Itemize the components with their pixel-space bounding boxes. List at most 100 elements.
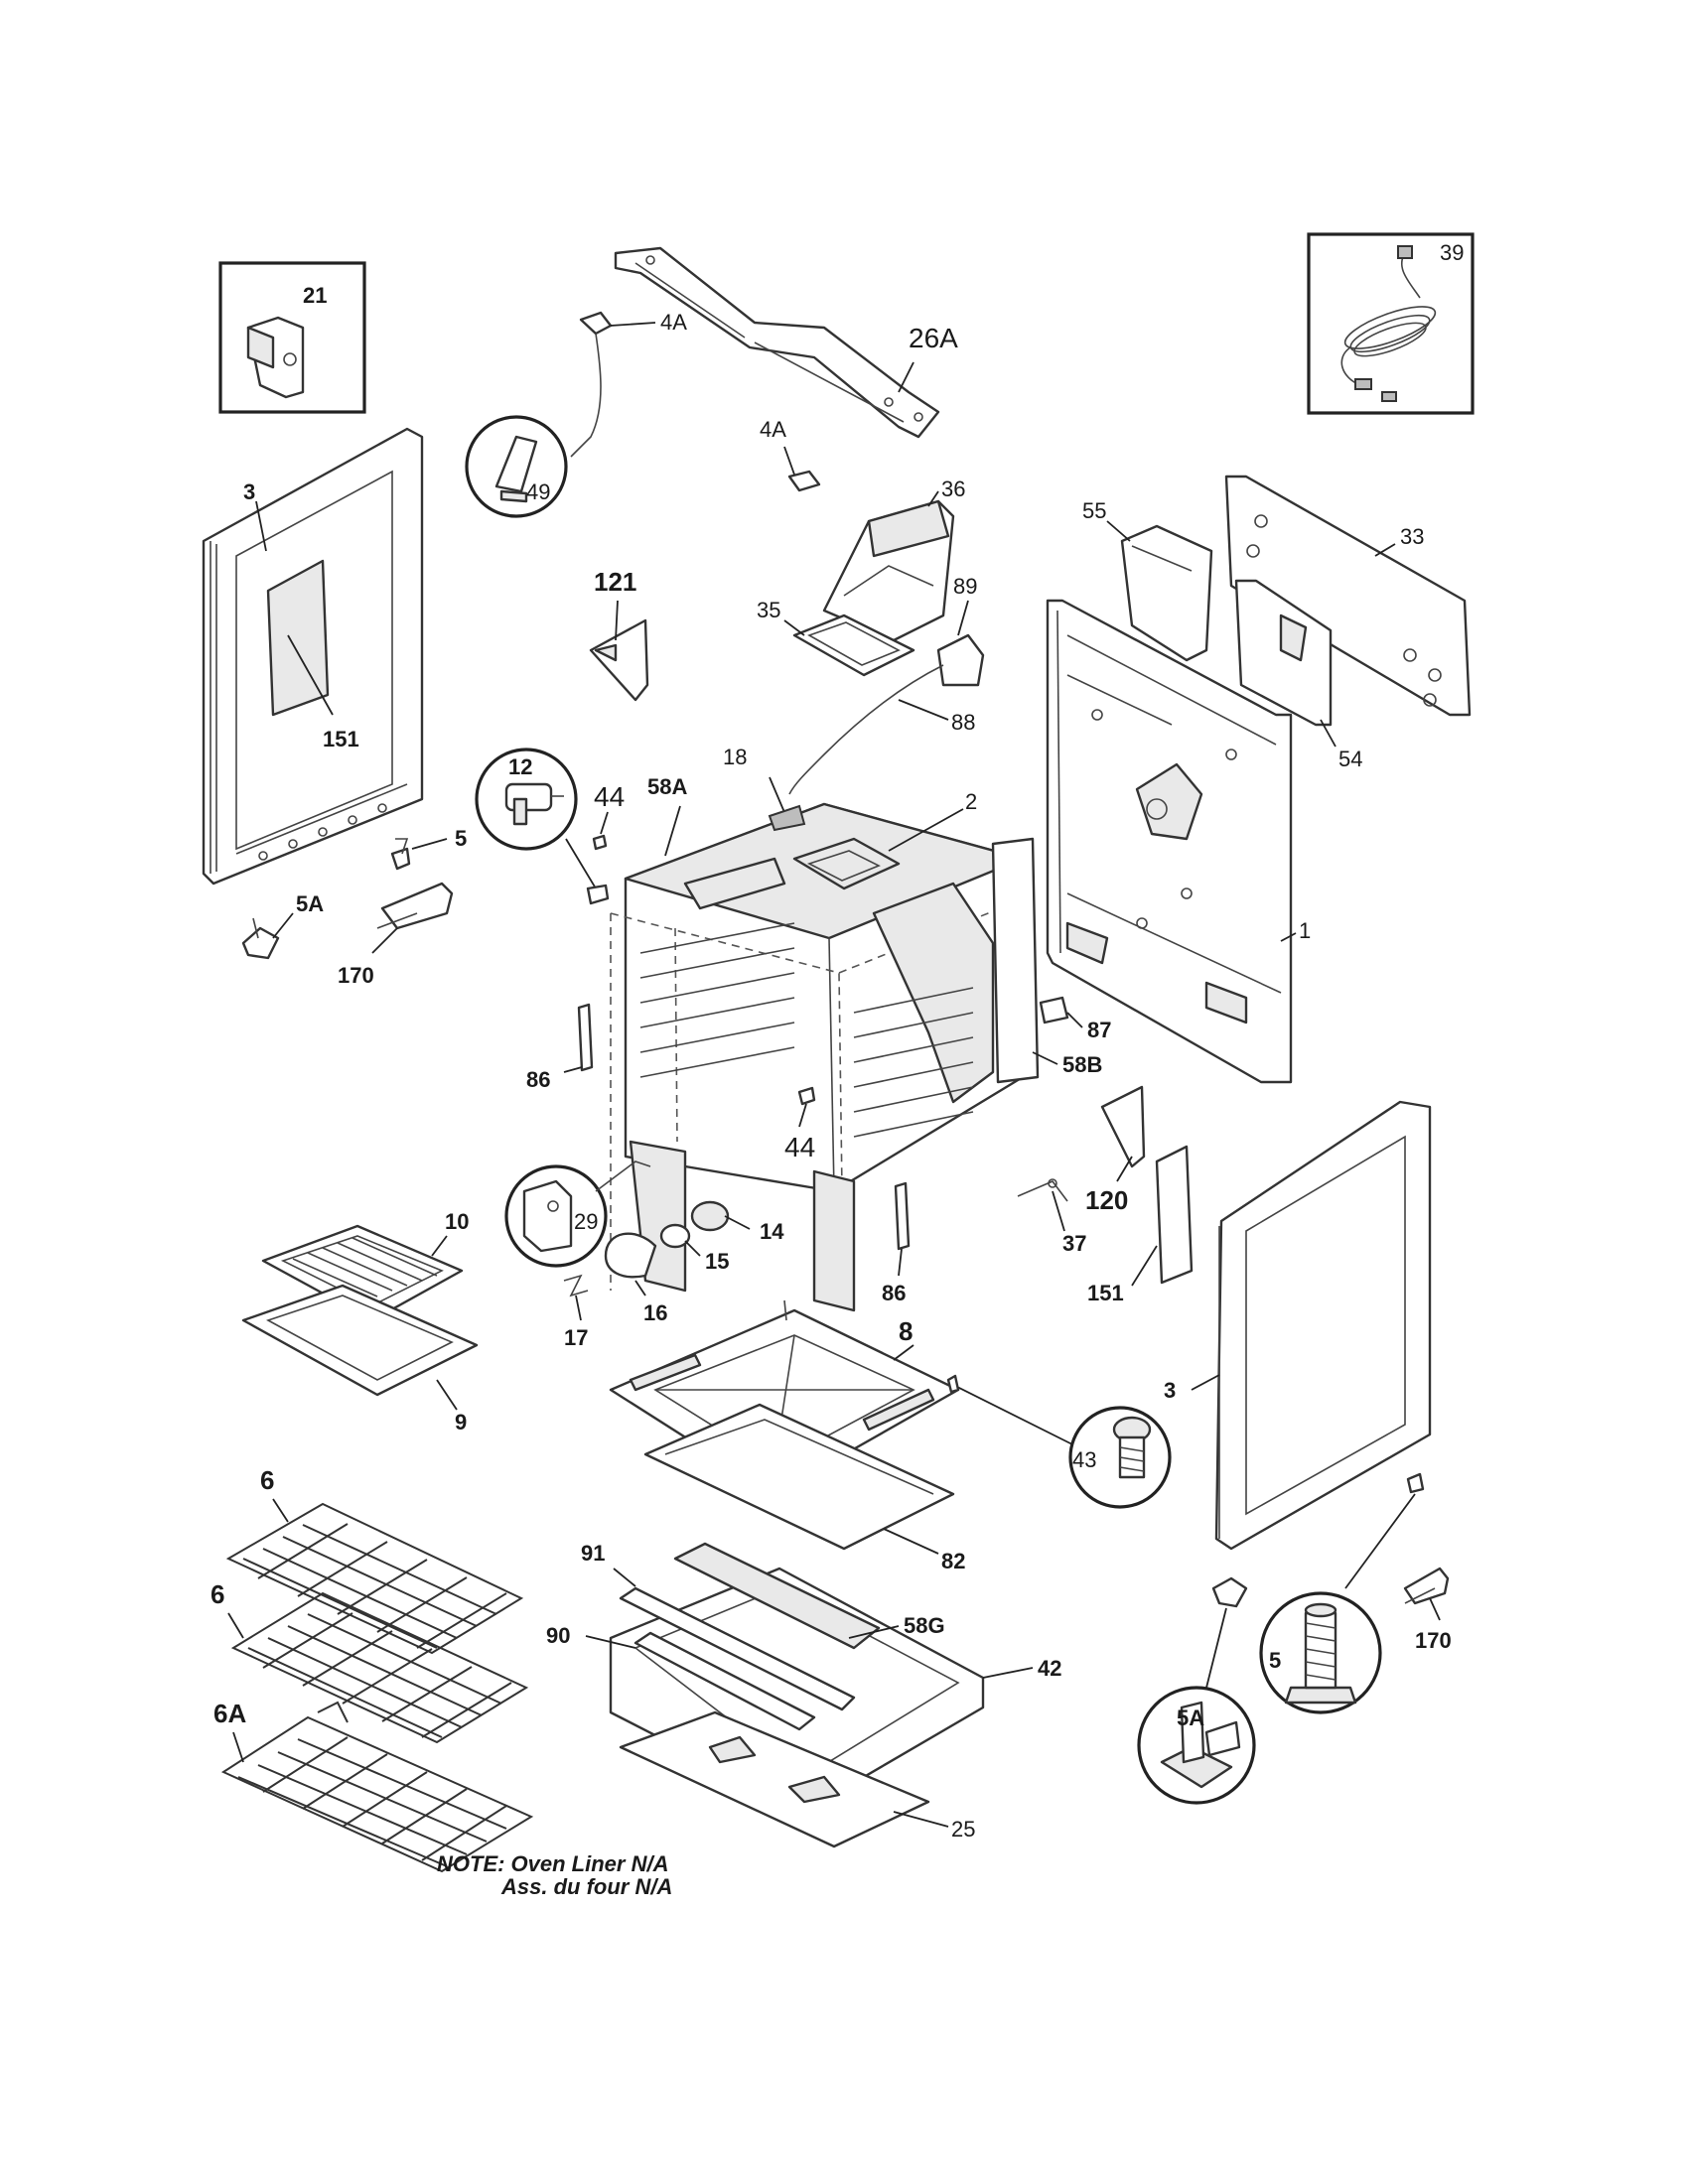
part-87: 87 bbox=[1039, 996, 1111, 1042]
label-58B[interactable]: 58B bbox=[1062, 1052, 1102, 1077]
label-39[interactable]: 39 bbox=[1440, 240, 1464, 265]
part-58A-oven-cavity: 58A 18 2 bbox=[610, 745, 1025, 1312]
label-4A-top[interactable]: 4A bbox=[660, 310, 687, 335]
label-5-right[interactable]: 5 bbox=[1269, 1648, 1281, 1673]
temperature-sensor-icon bbox=[504, 782, 564, 826]
label-4A-mid[interactable]: 4A bbox=[760, 417, 786, 442]
label-151-right[interactable]: 151 bbox=[1087, 1281, 1124, 1305]
part-91: 91 bbox=[581, 1541, 856, 1711]
part-37: 37 bbox=[1017, 1178, 1086, 1256]
label-3-left[interactable]: 3 bbox=[243, 479, 255, 504]
part-5A-left: 5A bbox=[241, 891, 324, 960]
label-44-mid[interactable]: 44 bbox=[784, 1132, 815, 1162]
label-21[interactable]: 21 bbox=[303, 283, 327, 308]
callout-49: 49 bbox=[465, 415, 568, 518]
label-9[interactable]: 9 bbox=[455, 1410, 467, 1434]
note-line-2: Ass. du four N/A bbox=[500, 1874, 672, 1899]
label-8[interactable]: 8 bbox=[899, 1316, 913, 1346]
label-170-left[interactable]: 170 bbox=[338, 963, 374, 988]
part-15: 15 bbox=[659, 1223, 729, 1274]
label-33[interactable]: 33 bbox=[1400, 524, 1424, 549]
part-6-rack-mid: 6 bbox=[211, 1579, 529, 1744]
part-6A-rack-bottom: 6A bbox=[213, 1699, 534, 1873]
part-55-rear-shield: 55 bbox=[1082, 498, 1213, 662]
screw-icon bbox=[1112, 1416, 1152, 1479]
label-10[interactable]: 10 bbox=[445, 1209, 469, 1234]
label-87[interactable]: 87 bbox=[1087, 1018, 1111, 1042]
label-120[interactable]: 120 bbox=[1085, 1185, 1128, 1215]
label-1[interactable]: 1 bbox=[1299, 918, 1311, 943]
part-36-vent-duct: 36 bbox=[822, 477, 965, 642]
callout-12: 12 bbox=[475, 748, 610, 905]
part-3-right-door: 3 bbox=[1164, 1100, 1432, 1551]
label-25[interactable]: 25 bbox=[951, 1817, 975, 1842]
label-86-mid[interactable]: 86 bbox=[882, 1281, 906, 1305]
label-90[interactable]: 90 bbox=[546, 1623, 570, 1648]
label-26A[interactable]: 26A bbox=[909, 323, 958, 353]
part-17: 17 bbox=[563, 1274, 588, 1350]
label-3-right[interactable]: 3 bbox=[1164, 1378, 1176, 1403]
part-58B-side-insulation: 58B bbox=[991, 837, 1102, 1084]
label-58G[interactable]: 58G bbox=[904, 1613, 945, 1638]
label-15[interactable]: 15 bbox=[705, 1249, 729, 1274]
part-90: 90 bbox=[546, 1623, 816, 1731]
label-55[interactable]: 55 bbox=[1082, 498, 1106, 523]
label-86-left[interactable]: 86 bbox=[526, 1067, 550, 1092]
part-151-right: 151 bbox=[1087, 1145, 1194, 1305]
label-43[interactable]: 43 bbox=[1072, 1447, 1096, 1472]
label-5A-left[interactable]: 5A bbox=[296, 891, 324, 916]
part-5A-right-small bbox=[1211, 1576, 1248, 1608]
label-35[interactable]: 35 bbox=[757, 598, 780, 622]
oven-door-handle-bracket-icon bbox=[246, 316, 305, 399]
label-5-left[interactable]: 5 bbox=[455, 826, 467, 851]
label-14[interactable]: 14 bbox=[760, 1219, 784, 1244]
callout-29: 29 bbox=[504, 1160, 651, 1268]
part-54-rear-cover: 54 bbox=[1234, 579, 1362, 771]
label-5A-right[interactable]: 5A bbox=[1177, 1706, 1204, 1730]
label-44-top[interactable]: 44 bbox=[594, 781, 625, 812]
part-35-gasket: 35 bbox=[757, 598, 915, 677]
label-151-left[interactable]: 151 bbox=[323, 727, 359, 751]
label-54[interactable]: 54 bbox=[1338, 747, 1362, 771]
power-cord-icon bbox=[1340, 245, 1437, 402]
label-17[interactable]: 17 bbox=[564, 1325, 588, 1350]
part-170-right: 170 bbox=[1403, 1567, 1452, 1653]
label-88[interactable]: 88 bbox=[951, 710, 975, 735]
label-82[interactable]: 82 bbox=[941, 1549, 965, 1573]
part-26A-top-brace: 26A bbox=[614, 246, 958, 439]
inset-part-39: 39 bbox=[1307, 232, 1475, 415]
part-170-left: 170 bbox=[338, 882, 454, 988]
part-120: 120 bbox=[1085, 1085, 1146, 1215]
label-36[interactable]: 36 bbox=[941, 477, 965, 501]
label-89[interactable]: 89 bbox=[953, 574, 977, 599]
label-42[interactable]: 42 bbox=[1038, 1656, 1061, 1681]
part-121: 121 bbox=[589, 567, 649, 702]
part-44-mid: 44 bbox=[784, 1086, 816, 1162]
anti-tip-bracket-icon bbox=[1160, 1701, 1241, 1789]
label-49[interactable]: 49 bbox=[526, 479, 550, 504]
label-37[interactable]: 37 bbox=[1062, 1231, 1086, 1256]
part-89: 89 bbox=[936, 574, 985, 687]
callout-5A: 5A bbox=[1137, 1607, 1256, 1805]
leveling-leg-icon bbox=[1284, 1602, 1357, 1705]
label-58A[interactable]: 58A bbox=[647, 774, 687, 799]
part-6-rack-top: 6 bbox=[225, 1465, 524, 1655]
label-29[interactable]: 29 bbox=[574, 1209, 598, 1234]
label-6-top[interactable]: 6 bbox=[260, 1465, 274, 1495]
part-86-left: 86 bbox=[526, 1003, 594, 1092]
label-12[interactable]: 12 bbox=[508, 754, 532, 779]
part-1-back-wall: 1 bbox=[1046, 599, 1311, 1084]
label-16[interactable]: 16 bbox=[643, 1300, 667, 1325]
label-6A[interactable]: 6A bbox=[213, 1699, 246, 1728]
label-6-mid[interactable]: 6 bbox=[211, 1579, 224, 1609]
label-170-right[interactable]: 170 bbox=[1415, 1628, 1452, 1653]
label-91[interactable]: 91 bbox=[581, 1541, 605, 1566]
label-121[interactable]: 121 bbox=[594, 567, 636, 597]
part-86-mid: 86 bbox=[882, 1181, 911, 1305]
label-2[interactable]: 2 bbox=[965, 789, 977, 814]
part-5-left: 5 bbox=[390, 826, 467, 871]
part-4A-mid: 4A bbox=[760, 417, 821, 492]
clip-icon bbox=[494, 435, 538, 503]
label-18[interactable]: 18 bbox=[723, 745, 747, 769]
